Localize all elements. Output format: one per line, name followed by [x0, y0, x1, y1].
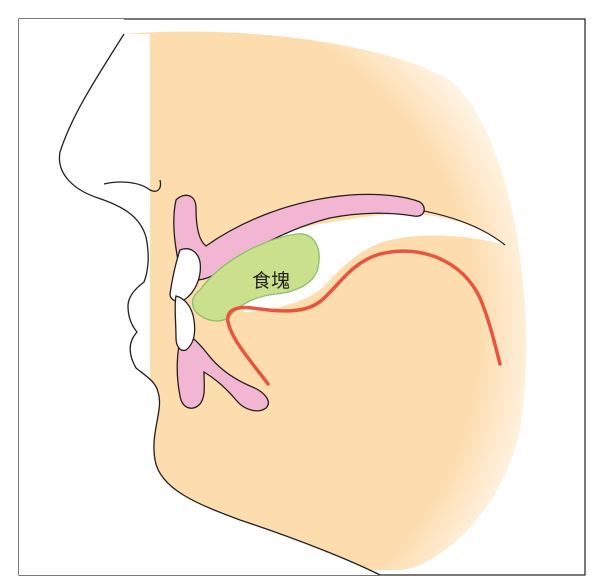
bolus-label: 食塊: [252, 270, 290, 292]
